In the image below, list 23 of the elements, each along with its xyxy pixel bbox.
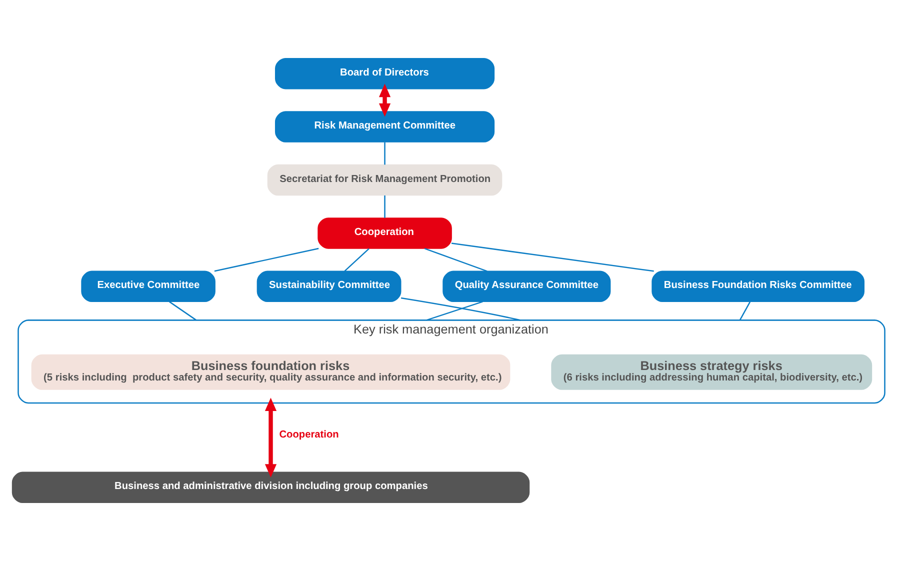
node-box: Quality Assurance Committee	[442, 270, 611, 302]
node-box: Sustainability Committee	[256, 270, 402, 302]
edge-label: Cooperation	[279, 430, 339, 441]
connector	[426, 301, 483, 321]
connector	[400, 297, 521, 321]
node-box: Business and administrative division including group companies	[12, 472, 530, 504]
node-box: Board of Directors	[274, 58, 495, 90]
connector	[424, 248, 488, 272]
connector	[214, 248, 319, 272]
node-box: Business foundation risks (5 risks including product safety and security, quality assurance and information security, etc.)	[31, 354, 510, 390]
arrow	[378, 84, 391, 117]
node-box: Secretariat for Risk Management Promotion	[267, 164, 502, 196]
arrow	[264, 398, 277, 478]
node-box: Risk Management Committee	[274, 111, 495, 142]
connector	[451, 242, 654, 272]
node-box: Business Foundation Risks Committee	[652, 270, 864, 302]
node-box: Executive Committee	[81, 270, 216, 302]
connector	[344, 248, 370, 272]
node-box: Business strategy risks (6 risks including addressing human capital, biodiversity, etc.)	[551, 354, 872, 390]
node-box: Cooperation	[318, 218, 452, 249]
connector	[384, 195, 386, 218]
connector	[739, 302, 751, 320]
connector	[384, 142, 386, 165]
